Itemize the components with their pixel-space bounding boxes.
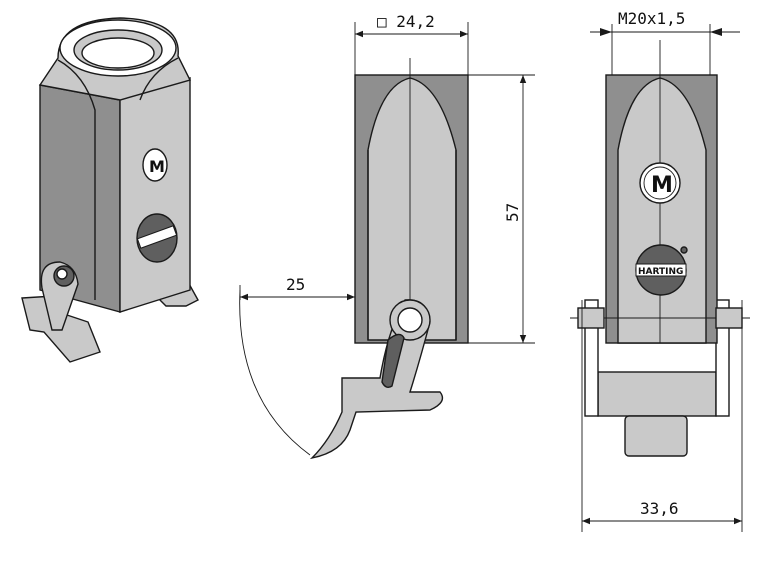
side-lever-slot — [381, 333, 405, 389]
dim-height-label: 57 — [503, 203, 522, 222]
front-view: M HARTING M20x1,5 33,6 — [570, 9, 750, 532]
front-gothic-panel — [617, 77, 707, 344]
front-brand-bar — [635, 263, 687, 277]
front-pivot-left — [577, 307, 605, 329]
dim-width-label: □ 24,2 — [377, 12, 435, 31]
front-brand-reg-mark — [680, 246, 688, 254]
dim-thread-label: M20x1,5 — [618, 9, 685, 28]
iso-top-arch-right — [139, 57, 179, 101]
front-side-frame-right — [715, 299, 730, 417]
iso-m-badge — [142, 148, 168, 182]
front-pivot-right — [715, 307, 743, 329]
dim-thread-arrow-left — [600, 28, 612, 36]
front-m-badge-letter: M — [651, 173, 673, 198]
dim-overall-label: 33,6 — [640, 499, 679, 518]
front-lower-box — [597, 371, 717, 417]
iso-body-right-face — [119, 77, 191, 313]
front-brand-text: HARTING — [638, 267, 683, 277]
iso-lever-pivot-inner — [56, 268, 68, 280]
side-lever-pivot-inner — [397, 307, 423, 333]
dim-swing-label: 25 — [286, 275, 305, 294]
side-view: □ 24,2 57 25 — [239, 12, 535, 460]
isometric-view: M — [21, 17, 199, 363]
iso-m-badge-letter: M — [149, 157, 165, 176]
iso-top-arch-left — [57, 59, 96, 300]
front-m-badge — [639, 162, 681, 204]
front-cable-outlet — [624, 415, 688, 457]
side-lever-swing-arc — [239, 289, 311, 456]
dim-thread-arrow-right — [710, 28, 722, 36]
iso-brand-bar — [136, 225, 178, 249]
side-gothic-panel — [367, 77, 457, 341]
iso-collar-bore — [81, 37, 155, 69]
front-m-badge-inner — [643, 166, 677, 200]
front-side-frame-left — [584, 299, 599, 417]
